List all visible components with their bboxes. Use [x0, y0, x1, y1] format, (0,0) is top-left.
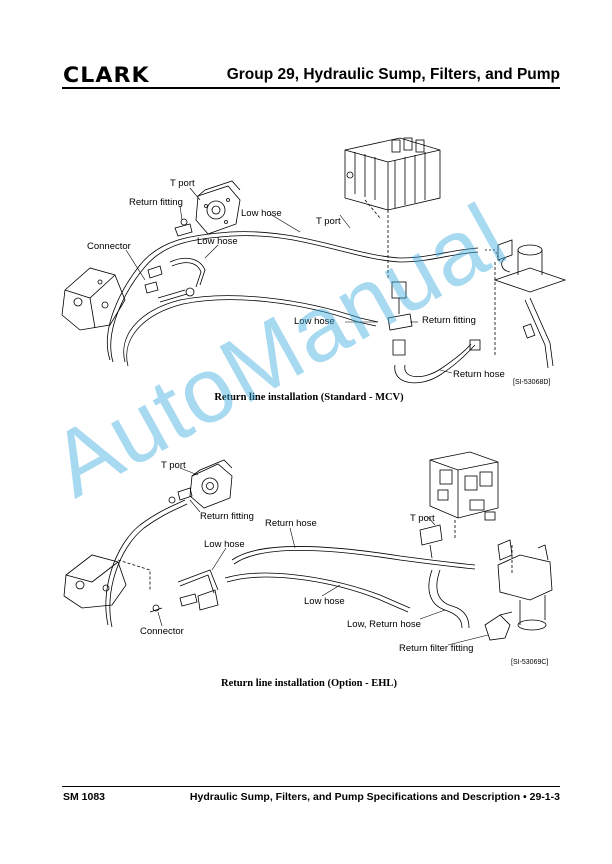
pump-assembly-2	[189, 459, 233, 509]
footer-manual-id: SM 1083	[63, 791, 106, 803]
footer-section-page: Hydraulic Sump, Filters, and Pump Specif…	[189, 791, 560, 803]
label-return-fitting: Return fitting	[200, 511, 254, 522]
return-filter-2	[497, 539, 553, 631]
low-hose-upper	[106, 231, 479, 361]
return-filter-fitting	[484, 611, 513, 641]
label-t-port: T port	[161, 460, 186, 471]
label-return-fitting: Return fitting	[422, 315, 476, 326]
return-fitting-2	[168, 487, 193, 504]
sump-filter-right	[493, 239, 567, 293]
label-t-port: T port	[170, 178, 195, 189]
label-low-return-hose: Low, Return hose	[347, 619, 421, 630]
low-return-hose-2	[428, 569, 463, 629]
mcv-valve-block	[344, 137, 441, 211]
figure-caption: Return line installation (Option - EHL)	[221, 678, 397, 689]
label-t-port: T port	[316, 216, 341, 227]
return-hose-1	[394, 344, 476, 384]
label-low-hose: Low hose	[294, 316, 335, 327]
center-t-fitting	[387, 281, 413, 356]
low-hose-lower	[123, 295, 379, 363]
label-low-hose: Low hose	[197, 236, 238, 247]
header-rule	[62, 87, 560, 89]
figure-ref: [SI-53068D]	[513, 379, 550, 386]
low-hose-lower-2	[224, 572, 411, 609]
label-return-fitting: Return fitting	[129, 197, 183, 208]
page-title: Group 29, Hydraulic Sump, Filters, and P…	[226, 66, 560, 83]
t-port-fitting-2	[419, 524, 443, 559]
diagram-standard-mcv	[61, 137, 567, 384]
label-t-port: T port	[410, 513, 435, 524]
label-return-filter-fitting: Return filter fitting	[399, 643, 473, 654]
hose-left-2	[105, 499, 186, 626]
label-connector: Connector	[87, 241, 131, 252]
ehl-valve-block	[429, 451, 499, 521]
connector-fittings	[144, 265, 195, 303]
label-return-hose: Return hose	[453, 369, 505, 380]
connector-fittings-2	[149, 589, 219, 613]
return-hose-2	[231, 545, 476, 566]
label-low-hose: Low hose	[304, 596, 345, 607]
left-pump-block	[61, 267, 126, 331]
label-return-hose: Return hose	[265, 518, 317, 529]
figure-caption: Return line installation (Standard - MCV…	[214, 392, 404, 403]
return-fitting-small	[174, 218, 193, 237]
label-low-hose: Low hose	[241, 208, 282, 219]
footer-rule	[62, 786, 560, 787]
pump-assembly	[195, 180, 241, 235]
label-low-hose: Low hose	[204, 539, 245, 550]
diagram-option-ehl	[63, 451, 553, 646]
label-connector: Connector	[140, 626, 184, 637]
clark-logo: CLARK	[63, 63, 150, 87]
left-pump-block-2	[63, 554, 127, 609]
figure-ref: [SI-53069C]	[511, 659, 548, 666]
